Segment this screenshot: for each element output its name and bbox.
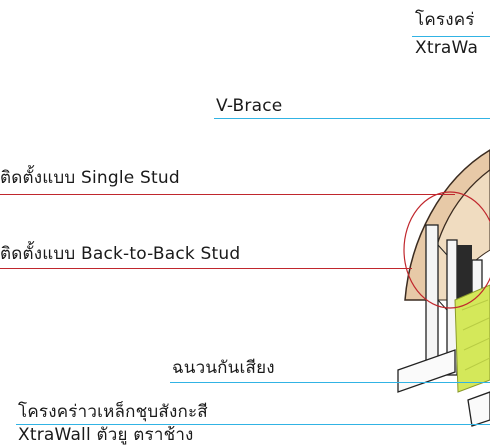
insulation-block xyxy=(454,284,490,393)
label-v-brace: V-Brace xyxy=(216,96,283,116)
leader-single-stud xyxy=(0,194,455,195)
stud-left xyxy=(425,224,439,366)
leader-insulation xyxy=(170,382,490,383)
leader-v-brace xyxy=(214,118,490,119)
leader-back-to-back-stud xyxy=(0,268,412,269)
label-frame-line1: โครงคร่าวเหล็กชุบสังกะสี xyxy=(18,402,208,422)
label-top-right-line2: XtraWa xyxy=(415,38,479,58)
leader-frame xyxy=(16,424,490,425)
wall-cavity xyxy=(457,245,472,300)
label-single-stud: ติดตั้งแบบ Single Stud xyxy=(0,168,180,188)
highlight-circle xyxy=(403,191,490,309)
label-frame-line2: XtraWall ตัวยู ตราช้าง xyxy=(18,425,194,445)
bottom-track-edge xyxy=(467,391,490,427)
bottom-track xyxy=(397,349,456,393)
label-insulation: ฉนวนกันเสียง xyxy=(172,358,275,378)
leader-top-right xyxy=(412,36,490,37)
label-top-right-line1: โครงคร่ xyxy=(415,10,475,30)
label-back-to-back-stud: ติดตั้งแบบ Back-to-Back Stud xyxy=(0,244,241,264)
